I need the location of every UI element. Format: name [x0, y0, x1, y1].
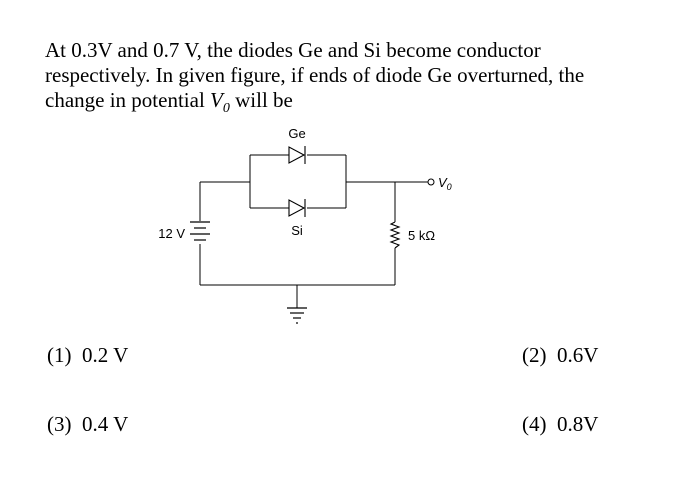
output-label: V0: [438, 175, 452, 192]
resistor-symbol: [389, 221, 401, 249]
battery-symbol: [190, 221, 210, 241]
ground-symbol: [287, 307, 307, 324]
si-label: Si: [291, 223, 303, 238]
resistor-label: 5 kΩ: [408, 228, 435, 243]
si-diode: [288, 199, 306, 217]
question-line-3-suffix: will be: [229, 88, 293, 112]
ge-label: Ge: [288, 126, 305, 141]
question-text: At 0.3V and 0.7 V, the diodes Ge and Si …: [45, 38, 635, 121]
question-line-2: respectively. In given figure, if ends o…: [45, 63, 585, 87]
question-line-3-prefix: change in potential: [45, 88, 211, 112]
ge-diode: [288, 146, 306, 164]
battery-label: 12 V: [158, 226, 185, 241]
option-4[interactable]: (4) 0.8V: [522, 412, 599, 436]
option-2[interactable]: (2) 0.6V: [522, 343, 599, 367]
option-3[interactable]: (3) 0.4 V: [47, 412, 129, 436]
v-zero-symbol: V0: [210, 88, 230, 117]
option-1[interactable]: (1) 0.2 V: [47, 343, 129, 367]
question-line-1: At 0.3V and 0.7 V, the diodes Ge and Si …: [45, 38, 541, 62]
output-terminal: [427, 178, 435, 186]
